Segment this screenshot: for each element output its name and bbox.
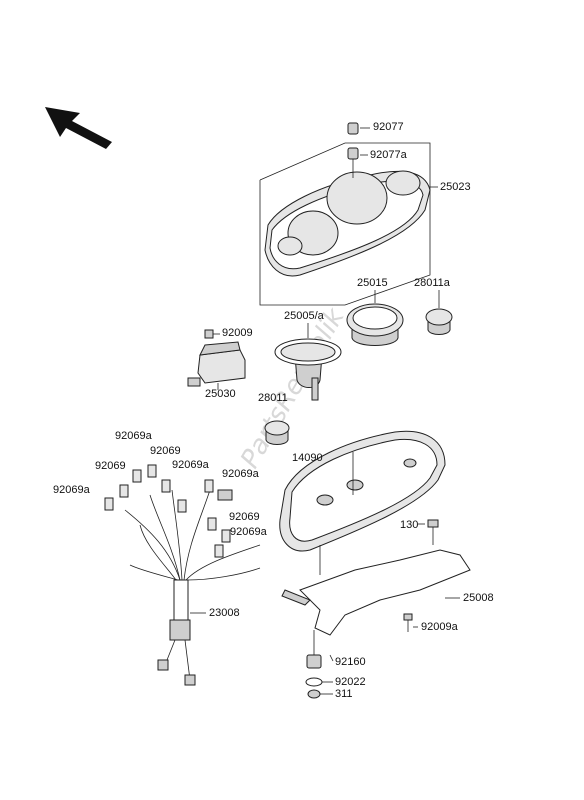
bracket-25008	[281, 549, 471, 636]
label-92069-3: 92069	[229, 511, 260, 523]
grommet-92077	[347, 122, 359, 135]
label-92069a-2: 92069a	[172, 459, 209, 471]
label-25023: 25023	[440, 181, 471, 193]
label-92069a-3: 92069a	[222, 468, 259, 480]
label-28011: 28011	[258, 392, 288, 404]
label-92009: 92009	[222, 327, 253, 339]
label-92009a: 92009a	[421, 621, 458, 633]
label-92077a: 92077a	[370, 149, 407, 161]
meter-case-14090	[279, 430, 446, 552]
label-92069a-1: 92069a	[115, 430, 152, 442]
bulb-holder-28011	[264, 420, 290, 445]
gauge-25015	[346, 303, 404, 346]
bulb-holder-28011a	[425, 308, 453, 335]
label-92069a-5: 92069a	[230, 526, 267, 538]
label-92069-2: 92069	[95, 460, 126, 472]
label-28011a: 28011a	[414, 277, 450, 289]
label-92160: 92160	[335, 656, 366, 668]
screw-130	[427, 519, 439, 545]
label-14090: 14090	[292, 452, 323, 464]
label-130: 130	[400, 519, 419, 531]
label-25015: 25015	[357, 277, 388, 289]
label-92022: 92022	[335, 676, 366, 688]
label-25005a: 25005/a	[284, 310, 324, 322]
label-23008: 23008	[209, 607, 240, 619]
label-25030: 25030	[205, 388, 236, 400]
label-92069a-4: 92069a	[53, 484, 90, 496]
wiring-harness-23008	[104, 464, 261, 686]
gauge-25005a	[274, 338, 342, 401]
label-92077: 92077	[373, 121, 404, 133]
meter-cover	[264, 170, 431, 277]
label-311: 311	[335, 688, 353, 700]
label-25008: 25008	[463, 592, 494, 604]
label-92069-1: 92069	[150, 445, 181, 457]
screw-92009a	[403, 613, 413, 632]
direction-arrow-icon	[45, 107, 112, 149]
module-25030	[187, 341, 246, 387]
